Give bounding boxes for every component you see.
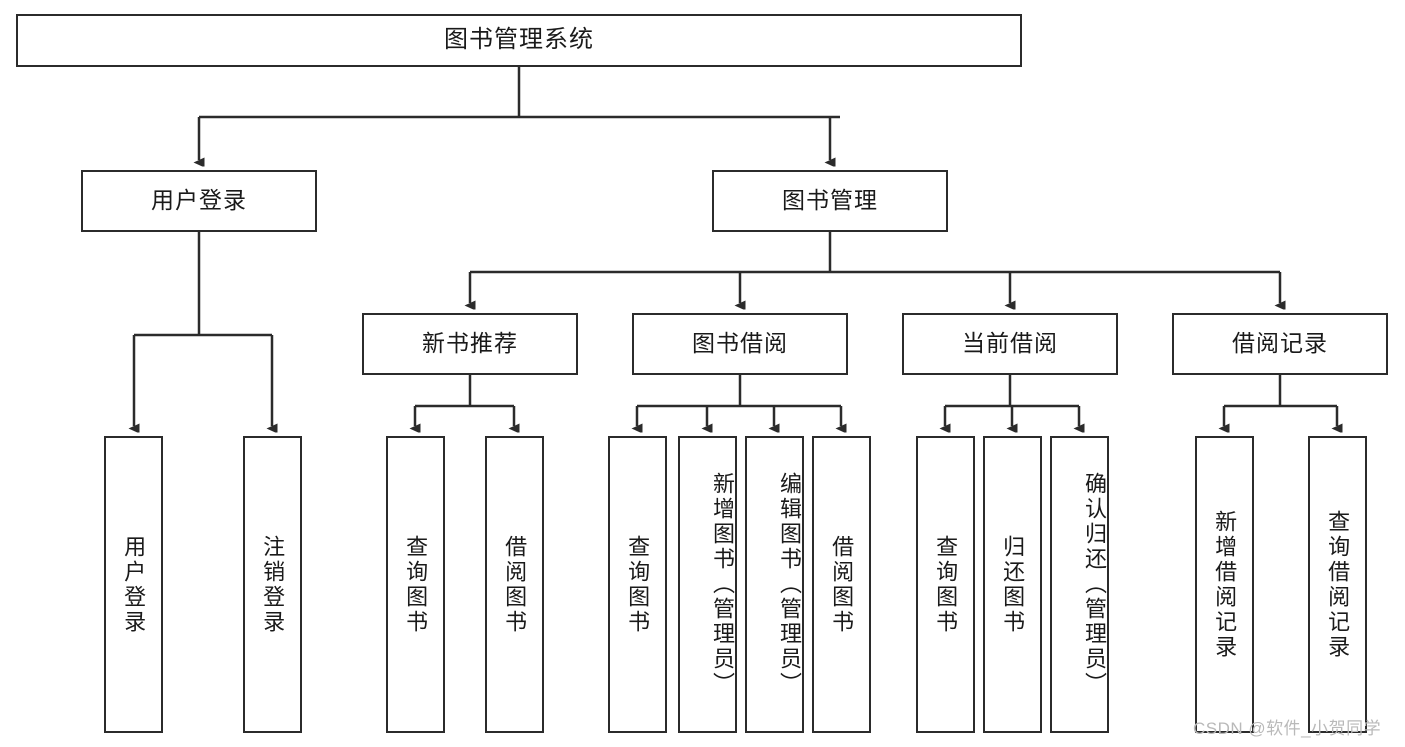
leaf-label: 借阅图书 [502, 534, 528, 635]
node-leaf-borrow-book-2[interactable]: 借阅图书 [812, 436, 871, 733]
node-leaf-borrow-book-1[interactable]: 借阅图书 [485, 436, 544, 733]
node-leaf-query-book-2[interactable]: 查询图书 [608, 436, 667, 733]
leaf-label: 确认归还（管理员） [1082, 472, 1107, 697]
leaf-label: 借阅图书 [829, 534, 855, 635]
node-book-borrow[interactable]: 图书借阅 [632, 313, 848, 375]
leaf-label: 查询图书 [625, 534, 651, 635]
node-root[interactable]: 图书管理系统 [16, 14, 1022, 67]
watermark-text: CSDN @软件_小贺同学 [1193, 719, 1382, 738]
node-book-manage[interactable]: 图书管理 [712, 170, 948, 232]
node-leaf-query-record[interactable]: 查询借阅记录 [1308, 436, 1367, 733]
leaf-label: 新增借阅记录 [1212, 509, 1238, 660]
node-user-login[interactable]: 用户登录 [81, 170, 317, 232]
leaf-label: 查询图书 [403, 534, 429, 635]
node-leaf-confirm-return[interactable]: 确认归还（管理员） [1050, 436, 1109, 733]
node-new-book-recommend[interactable]: 新书推荐 [362, 313, 578, 375]
node-leaf-query-book-1[interactable]: 查询图书 [386, 436, 445, 733]
node-leaf-logout-login[interactable]: 注销登录 [243, 436, 302, 733]
leaf-label: 注销登录 [260, 534, 286, 635]
node-leaf-query-book-3[interactable]: 查询图书 [916, 436, 975, 733]
leaf-label: 用户登录 [121, 534, 147, 635]
leaf-label: 新增图书（管理员） [710, 472, 735, 697]
leaf-label: 查询借阅记录 [1325, 509, 1351, 660]
node-leaf-return-book[interactable]: 归还图书 [983, 436, 1042, 733]
node-leaf-user-login[interactable]: 用户登录 [104, 436, 163, 733]
leaf-label: 查询图书 [933, 534, 959, 635]
node-leaf-edit-book[interactable]: 编辑图书（管理员） [745, 436, 804, 733]
node-current-borrow[interactable]: 当前借阅 [902, 313, 1118, 375]
leaf-label: 编辑图书（管理员） [777, 472, 802, 697]
leaf-label: 归还图书 [1000, 534, 1026, 635]
node-leaf-add-book[interactable]: 新增图书（管理员） [678, 436, 737, 733]
node-borrow-record[interactable]: 借阅记录 [1172, 313, 1388, 375]
node-leaf-add-record[interactable]: 新增借阅记录 [1195, 436, 1254, 733]
